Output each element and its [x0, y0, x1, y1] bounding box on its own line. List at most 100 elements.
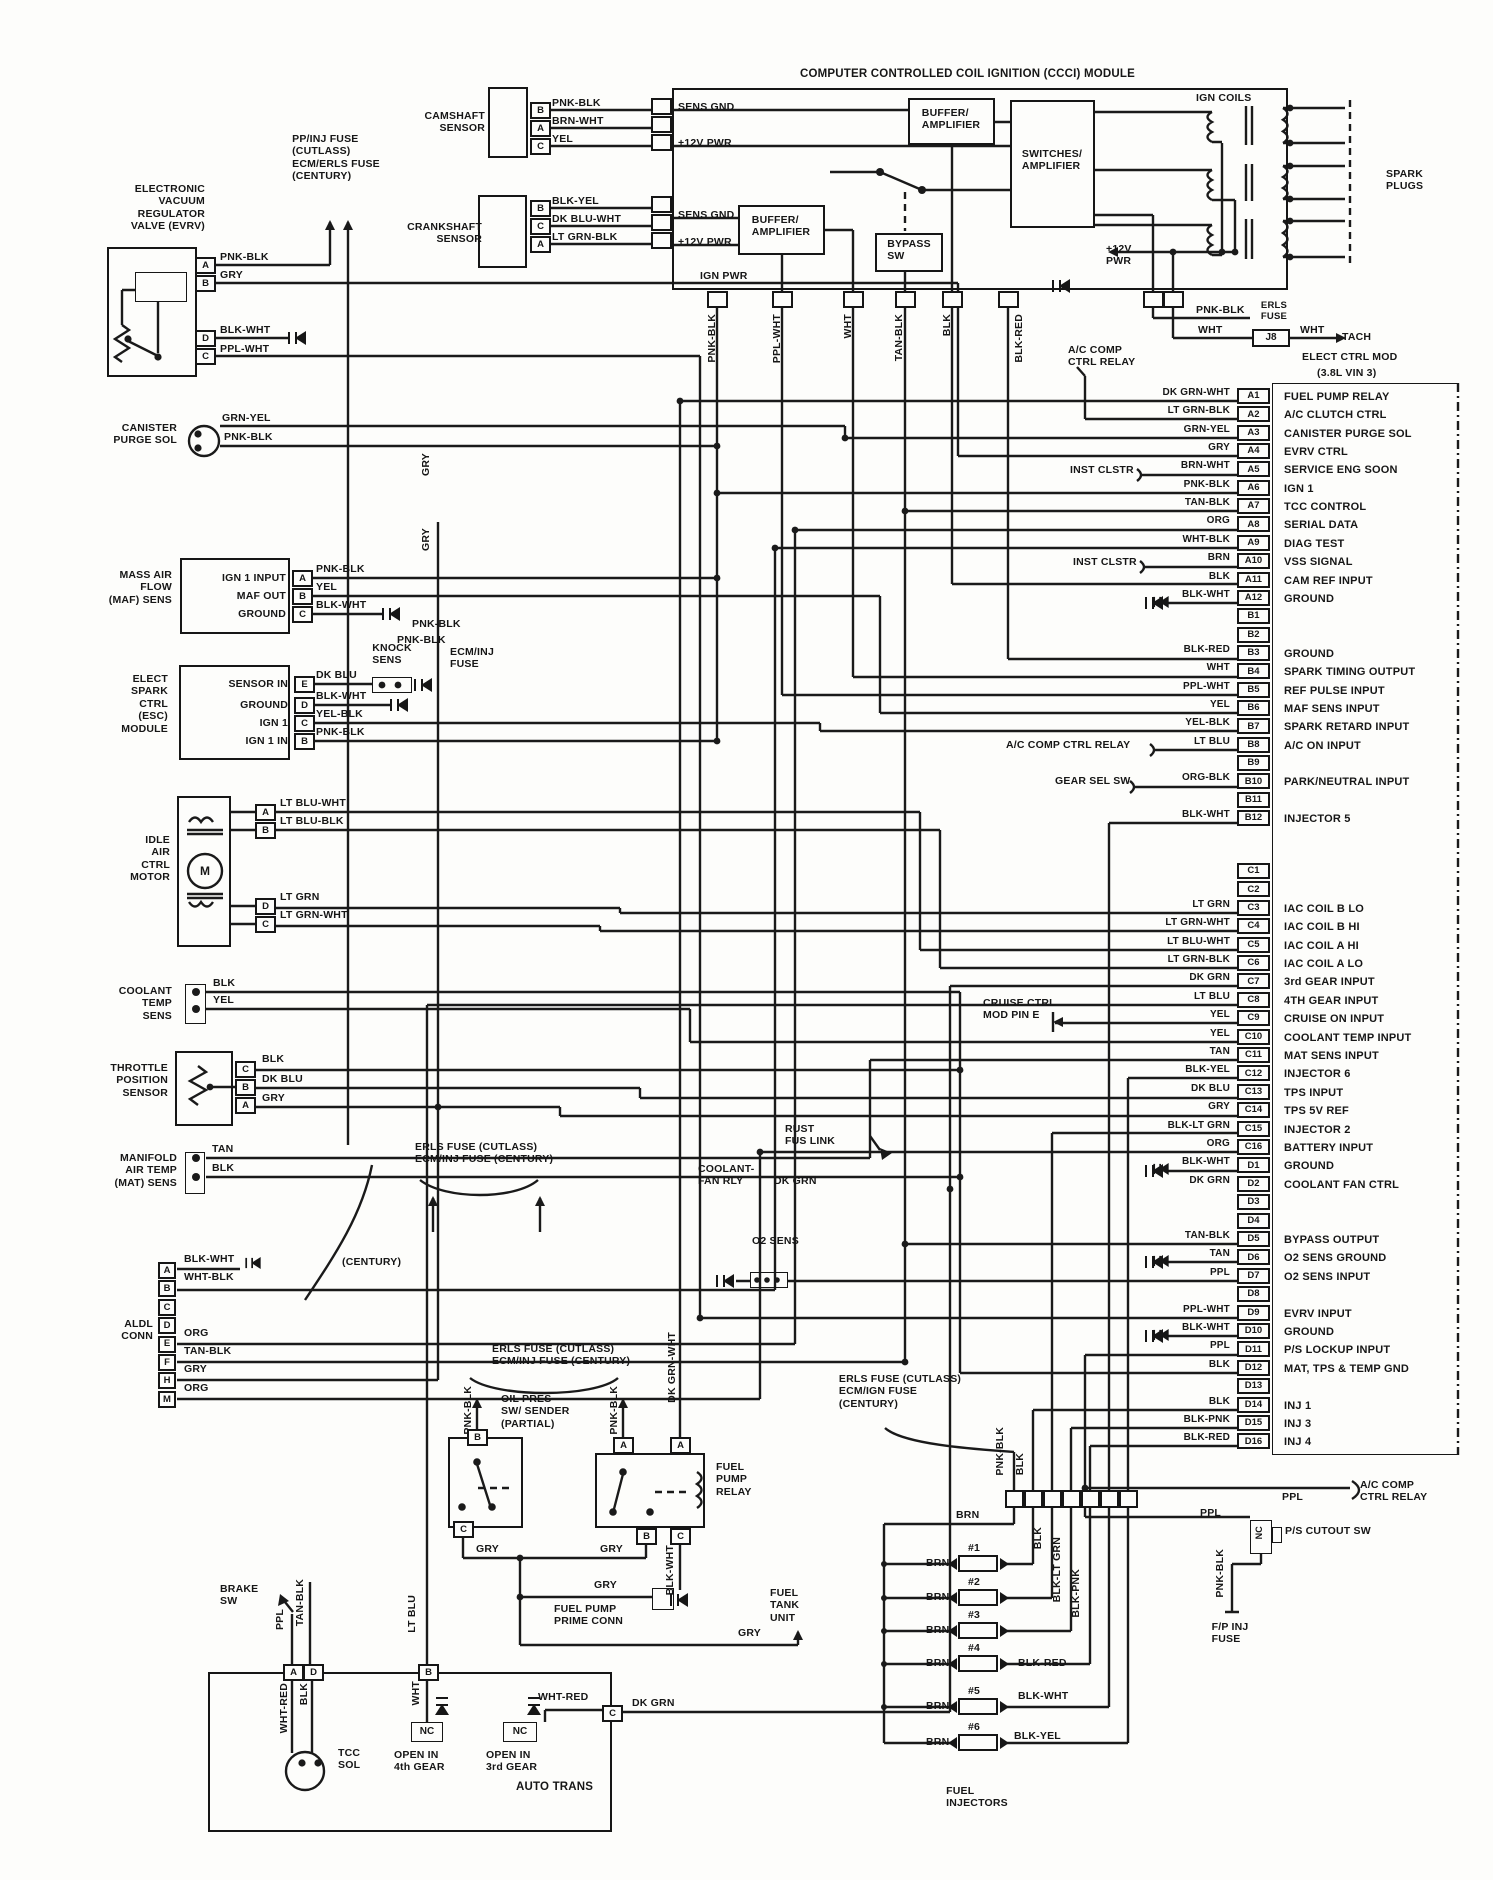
bypass-sw-box — [875, 233, 943, 272]
pin-function: O2 SENS GROUND — [1284, 1252, 1387, 1265]
ccci-bottom-pin — [1143, 291, 1164, 308]
aldl-row: E ORG — [158, 1327, 408, 1354]
pin-function: INJECTOR 5 — [1284, 813, 1351, 826]
injector-number: #6 — [968, 1721, 981, 1733]
evrv-pin: D — [195, 330, 216, 347]
pin-function: INJECTOR 2 — [1284, 1123, 1351, 1136]
label-f31: GRY — [600, 1543, 623, 1555]
esc-fn: IGN 1 — [259, 717, 288, 729]
ps-cutout-tab — [1272, 1527, 1282, 1543]
label-f11: GEAR SEL SW — [1055, 775, 1131, 787]
wire-label: BRN — [926, 1700, 950, 1712]
relay-pin: C — [670, 1528, 691, 1545]
pin-function: 4TH GEAR INPUT — [1284, 994, 1379, 1007]
injector-conn-pin — [1119, 1490, 1138, 1508]
label-f15: DK GRN — [774, 1175, 817, 1187]
wire-label: BLK — [1208, 1358, 1230, 1370]
switches-amplifier-box — [1010, 100, 1095, 228]
wire-label: PPL — [1209, 1266, 1230, 1278]
aldl-pin: H — [158, 1372, 176, 1390]
crankshaft-sensor-box — [478, 195, 527, 268]
injector-number: #3 — [968, 1609, 981, 1621]
ecm-row: BLK A11 CAM REF INPUT — [1000, 571, 1460, 590]
injector-row: BRN #3 — [920, 1609, 1150, 1640]
trans-pin: C — [602, 1705, 623, 1722]
ecm-pin: C16 — [1237, 1139, 1270, 1155]
maf-pin: A — [292, 570, 313, 587]
ccci-bottom-pin — [998, 291, 1019, 308]
label-f24: ERLS FUSE (CUTLASS)ECM/INJ FUSE (CENTURY… — [492, 1343, 631, 1368]
ecm-pin: C9 — [1237, 1010, 1270, 1027]
injector-conn-pin — [1081, 1490, 1100, 1508]
ground-icon — [382, 606, 400, 622]
ecm-row: TAN C11 MAT SENS INPUT — [1000, 1046, 1460, 1065]
ecm-row: WHT-BLK A9 DIAG TEST — [1000, 534, 1460, 553]
crank-pin: C — [530, 218, 551, 235]
ecm-row: BLK-LT GRN C15 INJECTOR 2 — [1000, 1120, 1460, 1139]
esc-box — [179, 665, 290, 760]
wire-label: LT GRN-BLK — [1167, 405, 1230, 417]
pin-function: A/C ON INPUT — [1284, 739, 1361, 752]
oil-press-pin: C — [453, 1521, 474, 1538]
label-f39: PPL — [274, 1609, 286, 1631]
label-f118: PNK-BLK — [316, 726, 365, 738]
label-f32: GRY — [594, 1579, 617, 1591]
wire-label: YEL — [1209, 698, 1230, 710]
label-f114: BLK-WHT — [316, 599, 367, 611]
injector-row: BRN #6 — [920, 1721, 1150, 1752]
label-f30: GRY — [476, 1543, 499, 1555]
label-f101: BRN-WHT — [552, 115, 604, 127]
ecm-pin: B7 — [1237, 718, 1270, 735]
ground-icon — [670, 1592, 688, 1608]
aldl-pin: B — [158, 1280, 176, 1298]
injector-row: BRN #2 — [920, 1576, 1150, 1607]
ccci-left-pin — [651, 116, 672, 133]
pin-function: SPARK TIMING OUTPUT — [1284, 666, 1416, 679]
fuel-pump-relay-box — [595, 1453, 705, 1528]
label-f97: BUFFER/AMPLIFIER — [751, 214, 811, 239]
maf-fn: GROUND — [238, 608, 286, 620]
label-f121: LT GRN — [280, 891, 320, 903]
pin-function: INJ 4 — [1284, 1436, 1312, 1449]
ps-cutout-nc-box — [1250, 1520, 1272, 1554]
label-f76: TACH — [1342, 331, 1372, 343]
ecm-row: GRY A4 EVRV CTRL — [1000, 442, 1460, 461]
ecm-row: ORG-BLK B10 PARK/NEUTRAL INPUT — [1000, 772, 1460, 791]
cam-pin: B — [530, 102, 551, 119]
wire-label: BLK-PNK — [1183, 1414, 1230, 1425]
maf-box — [180, 558, 290, 634]
ground-icon — [1052, 278, 1070, 294]
ecm-row: D8 — [1000, 1286, 1460, 1304]
wire-label: YEL — [1209, 1027, 1230, 1039]
wire-label: LT BLU-WHT — [1167, 935, 1230, 947]
label-f56: BLK-PNK — [1070, 1569, 1082, 1618]
pin-function: TPS 5V REF — [1284, 1105, 1349, 1118]
pin-function: CRUISE ON INPUT — [1284, 1013, 1385, 1026]
ecm-pin: A11 — [1237, 571, 1270, 588]
wire-label: LT BLU — [1193, 990, 1230, 1002]
label-f52: BLK — [1014, 1453, 1026, 1476]
ecm-pin: C11 — [1237, 1047, 1270, 1063]
pin-function: TCC CONTROL — [1284, 501, 1367, 514]
pin-function: COOLANT FAN CTRL — [1284, 1178, 1400, 1191]
wire-label: YEL — [1209, 1009, 1230, 1021]
label-f09: INST CLSTR — [1073, 556, 1137, 568]
relay-pin: A — [670, 1437, 691, 1454]
oil-press-pin: B — [467, 1429, 488, 1446]
label-f62: PPL — [1282, 1491, 1304, 1503]
label-f107: GRY — [220, 269, 243, 281]
label-f113: YEL — [316, 581, 338, 593]
label-f71: PP/INJ FUSE(CUTLASS)ECM/ERLS FUSE(CENTUR… — [292, 133, 380, 183]
ecm-row: BLK D12 MAT, TPS & TEMP GND — [1000, 1358, 1460, 1378]
label-f98: SWITCHES/AMPLIFIER — [1021, 148, 1083, 173]
wire-label: BRN — [926, 1736, 950, 1748]
ecm-row: DK GRN C7 3rd GEAR INPUT — [1000, 972, 1460, 991]
ecm-row: YEL-BLK B7 SPARK RETARD INPUT — [1000, 717, 1460, 736]
ecm-row: DK GRN-WHT A1 FUEL PUMP RELAY — [1000, 387, 1460, 406]
